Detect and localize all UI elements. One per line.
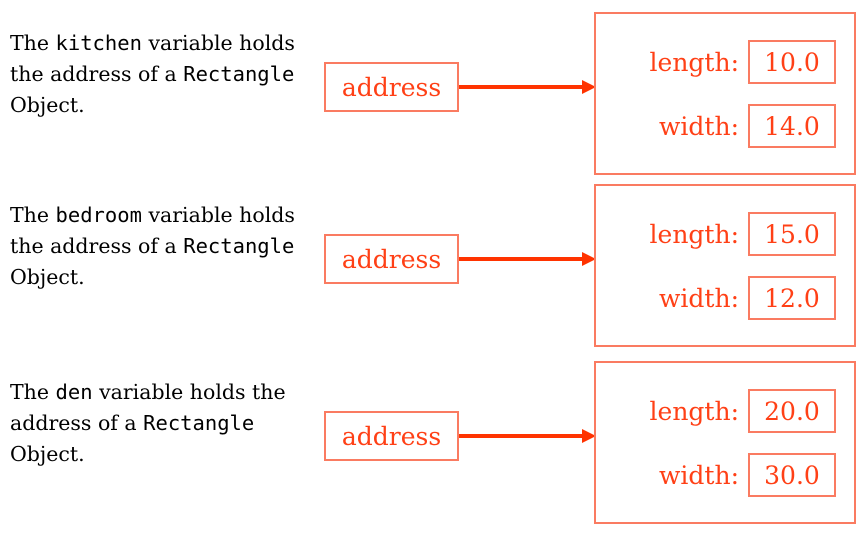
field-value-box-length[interactable]: 20.0 <box>748 389 836 433</box>
field-label-width: width: <box>659 460 739 490</box>
object-field: length: 15.0 <box>596 212 854 256</box>
field-value-box-width[interactable]: 12.0 <box>748 276 836 320</box>
description-prefix: The <box>10 203 56 227</box>
field-value-width: 12.0 <box>764 283 820 313</box>
object-field: width: 12.0 <box>596 276 854 320</box>
field-value-length: 20.0 <box>764 396 820 426</box>
arrow-right-icon <box>459 79 596 95</box>
field-value-box-length[interactable]: 10.0 <box>748 40 836 84</box>
arrow-right-icon <box>459 428 596 444</box>
field-value-box-length[interactable]: 15.0 <box>748 212 836 256</box>
field-value-box-width[interactable]: 14.0 <box>748 104 836 148</box>
object-reference-group: The kitchen variable holds the address o… <box>0 6 866 178</box>
variable-address-box[interactable]: address <box>324 411 459 461</box>
class-name: Rectangle <box>143 411 255 435</box>
object-field: length: 20.0 <box>596 389 854 433</box>
description-prefix: The <box>10 380 56 404</box>
field-label-width: width: <box>659 111 739 141</box>
rectangle-object-box: length: 20.0 width: 30.0 <box>594 361 856 524</box>
object-reference-group: The den variable holds the address of a … <box>0 355 866 527</box>
class-name: Rectangle <box>183 62 295 86</box>
field-label-length: length: <box>649 396 739 426</box>
description-prefix: The <box>10 31 56 55</box>
rectangle-object-box: length: 10.0 width: 14.0 <box>594 12 856 175</box>
description-text: The bedroom variable holds the address o… <box>10 200 310 293</box>
object-field: length: 10.0 <box>596 40 854 84</box>
description-middle: variable holds the address of a <box>10 380 286 435</box>
description-text: The den variable holds the address of a … <box>10 377 310 470</box>
variable-address-box[interactable]: address <box>324 234 459 284</box>
arrow-right-icon <box>459 251 596 267</box>
description-suffix: Object. <box>10 265 85 289</box>
address-label: address <box>341 244 442 274</box>
address-label: address <box>341 421 442 451</box>
field-label-width: width: <box>659 283 739 313</box>
object-field: width: 30.0 <box>596 453 854 497</box>
object-field: width: 14.0 <box>596 104 854 148</box>
field-value-length: 10.0 <box>764 47 820 77</box>
variable-name: bedroom <box>55 203 142 227</box>
description-middle: variable holds the address of a <box>10 203 295 258</box>
description-middle: variable holds the address of a <box>10 31 295 86</box>
address-label: address <box>341 72 442 102</box>
field-label-length: length: <box>649 219 739 249</box>
description-text: The kitchen variable holds the address o… <box>10 28 310 121</box>
object-reference-group: The bedroom variable holds the address o… <box>0 178 866 350</box>
field-value-width: 30.0 <box>764 460 820 490</box>
field-label-length: length: <box>649 47 739 77</box>
class-name: Rectangle <box>183 234 295 258</box>
description-suffix: Object. <box>10 442 85 466</box>
field-value-width: 14.0 <box>764 111 820 141</box>
variable-name: kitchen <box>55 31 142 55</box>
variable-address-box[interactable]: address <box>324 62 459 112</box>
variable-name: den <box>55 380 93 404</box>
rectangle-object-box: length: 15.0 width: 12.0 <box>594 184 856 347</box>
field-value-box-width[interactable]: 30.0 <box>748 453 836 497</box>
field-value-length: 15.0 <box>764 219 820 249</box>
description-suffix: Object. <box>10 93 85 117</box>
